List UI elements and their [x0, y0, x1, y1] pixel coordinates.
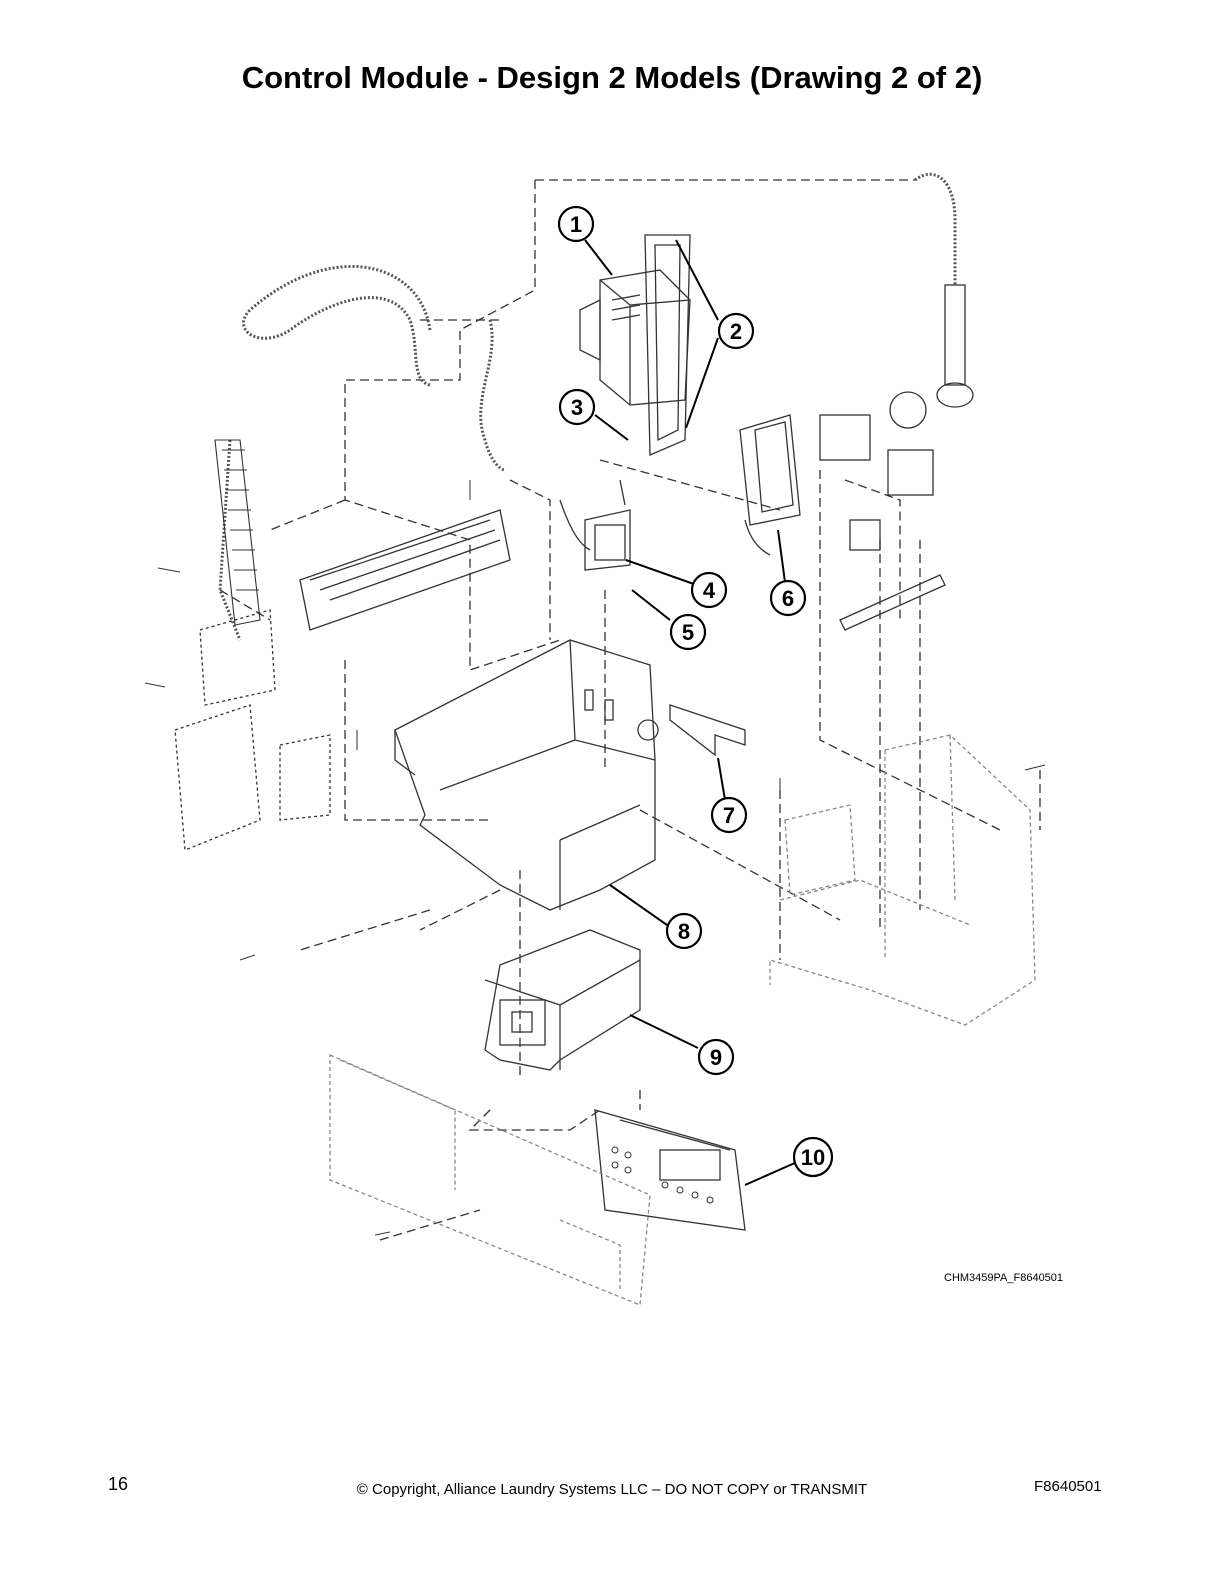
part-10-control-panel — [594, 1109, 746, 1231]
callout-7: 7 — [723, 803, 735, 828]
part-9-enclosure — [484, 929, 641, 1071]
callout-4: 4 — [703, 578, 716, 603]
fasteners — [144, 480, 1046, 1236]
contactor-group — [819, 284, 974, 631]
page-number: 16 — [108, 1474, 129, 1494]
callout-6: 6 — [782, 586, 794, 611]
callout-10: 10 — [801, 1145, 825, 1170]
cable-harness — [218, 172, 957, 641]
callout-3: 3 — [571, 395, 583, 420]
leader-lines — [584, 239, 798, 1186]
callout-2: 2 — [730, 319, 742, 344]
callout-5: 5 — [682, 620, 694, 645]
front-panel — [329, 1054, 651, 1306]
part-1-relay-block — [579, 269, 691, 406]
callout-8: 8 — [678, 919, 690, 944]
drawing-id: CHM3459PA_F8640501 — [944, 1272, 1064, 1284]
copyright-notice: © Copyright, Alliance Laundry Systems LL… — [356, 1481, 868, 1498]
document-code: F8640501 — [1034, 1478, 1102, 1495]
main-pcb-board — [299, 509, 511, 631]
right-chassis — [769, 734, 1036, 1026]
part-6-module — [739, 414, 801, 556]
relay-board-left — [174, 609, 331, 851]
page-title: Control Module - Design 2 Models (Drawin… — [241, 60, 983, 95]
part-2-bracket — [644, 234, 691, 456]
callout-1: 1 — [570, 212, 582, 237]
ribbon-harness — [214, 439, 261, 626]
part-7-bracket — [669, 704, 746, 757]
callout-markers — [557, 205, 834, 1178]
part-8-chassis — [394, 639, 659, 911]
part-4-transformer — [559, 479, 631, 571]
callout-9: 9 — [710, 1045, 722, 1070]
